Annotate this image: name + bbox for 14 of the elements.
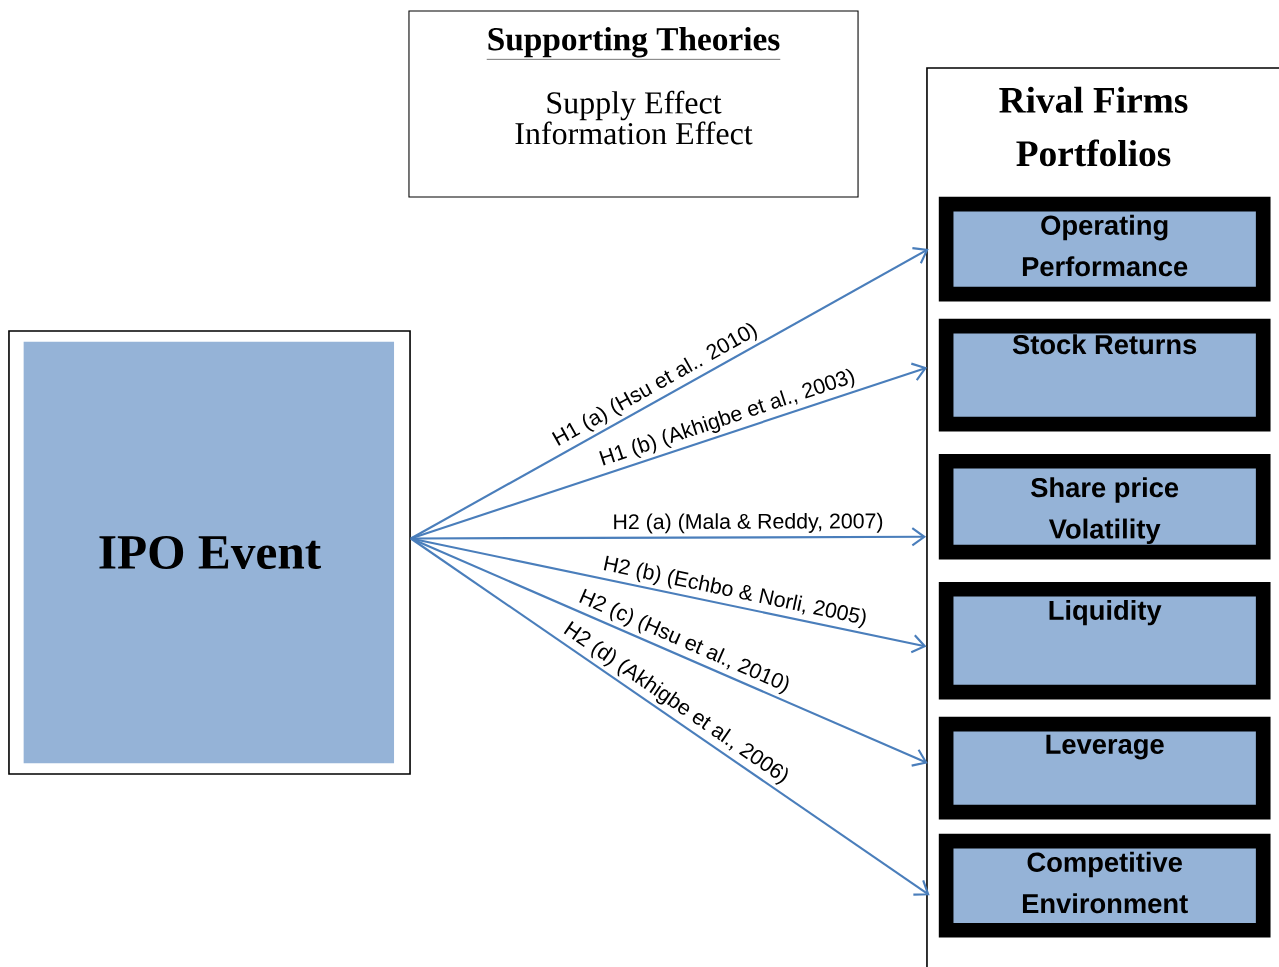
factor-box: Share price Volatility	[938, 453, 1271, 560]
factor-box: Competitive Environment	[938, 833, 1271, 938]
arrow	[410, 537, 930, 896]
arrow	[410, 537, 928, 767]
theories-box: Supporting Theories Supply Effect Information Effect	[408, 10, 859, 198]
factor-box: Liquidity	[938, 581, 1271, 700]
factor-box: Stock Returns	[938, 318, 1271, 432]
arrow	[410, 362, 928, 540]
arrow	[410, 247, 929, 540]
factor-box: Leverage	[938, 716, 1271, 820]
arrow	[410, 527, 927, 547]
edge-label: H2 (a) (Mala & Reddy, 2007)	[614, 512, 883, 534]
event-box: IPO Event	[8, 330, 411, 775]
factor-box: Operating Performance	[938, 196, 1271, 302]
